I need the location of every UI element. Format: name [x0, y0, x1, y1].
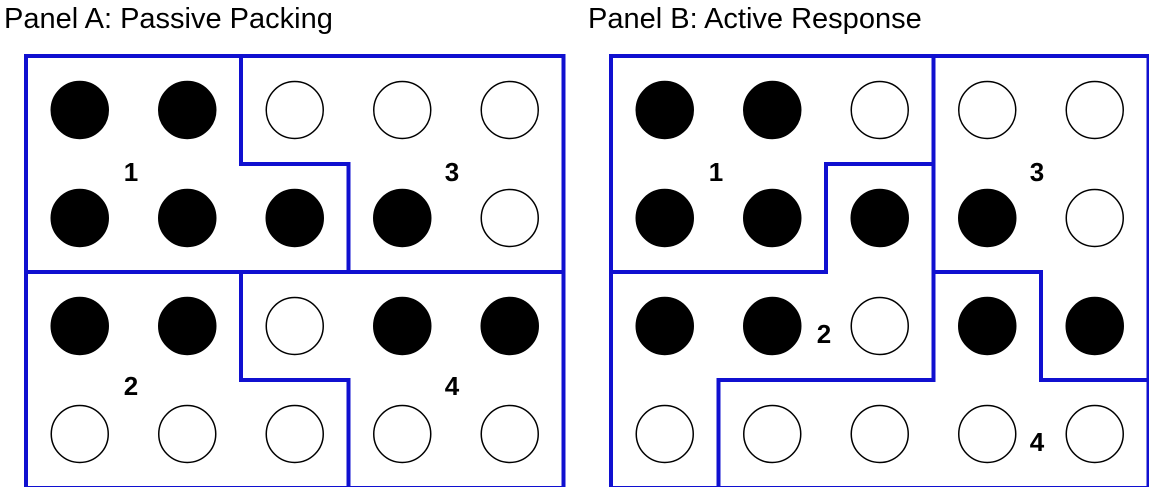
dot-filled [265, 188, 324, 248]
dot-filled [743, 296, 802, 356]
dot-empty [480, 80, 539, 140]
dot-filled [158, 188, 217, 248]
panel-a-diagram: 1 3 2 4 [24, 54, 566, 487]
dot-empty [265, 296, 324, 356]
dot-empty [850, 296, 909, 356]
dot-filled [635, 188, 694, 248]
dot-empty [373, 404, 432, 464]
dot-empty [850, 80, 909, 140]
dot-filled [50, 80, 109, 140]
dot-filled [480, 296, 539, 356]
region-label-3: 3 [1030, 157, 1044, 187]
dot-filled [1065, 296, 1124, 356]
dot-empty [635, 404, 694, 464]
dot-filled [50, 296, 109, 356]
region-label-4: 4 [1030, 427, 1045, 457]
dot-filled [635, 296, 694, 356]
dot-empty [265, 80, 324, 140]
dot-empty [1065, 404, 1124, 464]
dot-empty [1065, 80, 1124, 140]
dot-filled [158, 296, 217, 356]
panel-b-diagram: 1 3 2 4 [609, 54, 1149, 487]
dot-filled [850, 188, 909, 248]
region-label-2: 2 [817, 319, 831, 349]
dot-filled [635, 80, 694, 140]
dot-empty [373, 80, 432, 140]
dot-empty [743, 404, 802, 464]
dot-filled [743, 80, 802, 140]
panel-a-title: Panel A: Passive Packing [4, 3, 333, 35]
dot-empty [50, 404, 109, 464]
panel-border [24, 54, 566, 487]
region-label-4: 4 [445, 371, 460, 401]
region-label-2: 2 [124, 371, 138, 401]
dot-empty [480, 404, 539, 464]
dot-filled [158, 80, 217, 140]
dot-empty [958, 404, 1017, 464]
dot-empty [958, 80, 1017, 140]
dot-filled [958, 296, 1017, 356]
dot-empty [480, 188, 539, 248]
dot-empty [1065, 188, 1124, 248]
dot-empty [265, 404, 324, 464]
dot-filled [373, 296, 432, 356]
dot-filled [743, 188, 802, 248]
dot-empty [158, 404, 217, 464]
dot-empty [850, 404, 909, 464]
region-label-1: 1 [709, 157, 723, 187]
dot-filled [373, 188, 432, 248]
panel-b-title: Panel B: Active Response [588, 3, 922, 35]
region-label-3: 3 [445, 157, 459, 187]
dot-filled [50, 188, 109, 248]
dot-filled [958, 188, 1017, 248]
region-label-1: 1 [124, 157, 138, 187]
